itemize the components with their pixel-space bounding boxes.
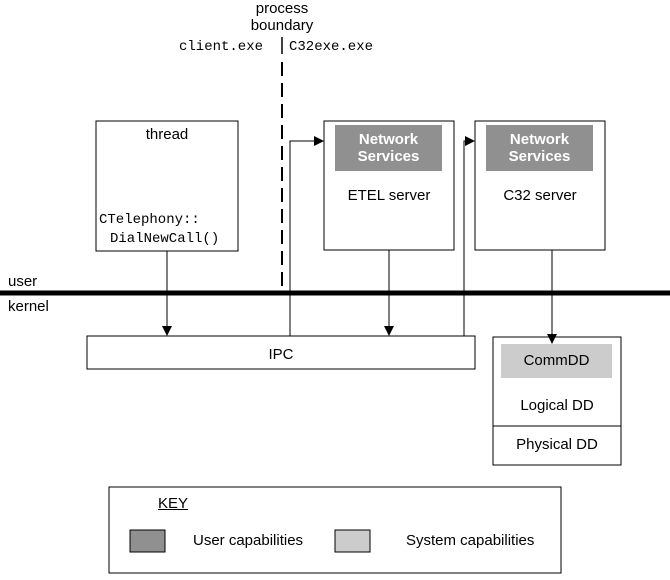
process-boundary-label-line1: process — [255, 0, 309, 17]
c32-server-title: C32 server — [503, 187, 577, 204]
commdd-badge: CommDD — [501, 344, 612, 378]
kernel-layer-label: kernel — [8, 298, 49, 315]
key-user-capabilities-label: User capabilities — [193, 532, 304, 549]
right-process-label: C32exe.exe — [289, 39, 374, 55]
thread-code-line1: CTelephony:: — [99, 212, 200, 228]
c32-badge-line1: Network — [509, 131, 570, 148]
key-system-swatch — [334, 529, 371, 553]
c32-network-services-badge: Network Services — [486, 125, 593, 171]
thread-title: thread — [145, 126, 189, 143]
logical-dd-label: Logical DD — [520, 397, 594, 414]
etel-network-services-badge: Network Services — [335, 125, 442, 171]
arrow-ipc-to-c32 — [463, 136, 475, 336]
arrow-ipc-to-etel — [289, 136, 324, 336]
ipc-label: IPC — [268, 346, 294, 363]
thread-code-line2: DialNewCall() — [110, 231, 220, 247]
etel-badge-line1: Network — [358, 131, 419, 148]
key-title: KEY — [158, 495, 189, 512]
key-user-swatch — [129, 529, 166, 553]
user-layer-label: user — [8, 273, 38, 290]
etel-badge-line2: Services — [357, 148, 420, 165]
physical-dd-label: Physical DD — [516, 436, 598, 453]
left-process-label: client.exe — [179, 39, 264, 55]
process-boundary-label-line2: boundary — [250, 17, 314, 34]
thread-box — [95, 120, 239, 252]
etel-server-title: ETEL server — [347, 187, 431, 204]
c32-badge-line2: Services — [508, 148, 571, 165]
key-system-capabilities-label: System capabilities — [406, 532, 535, 549]
ipc-box — [86, 335, 476, 370]
